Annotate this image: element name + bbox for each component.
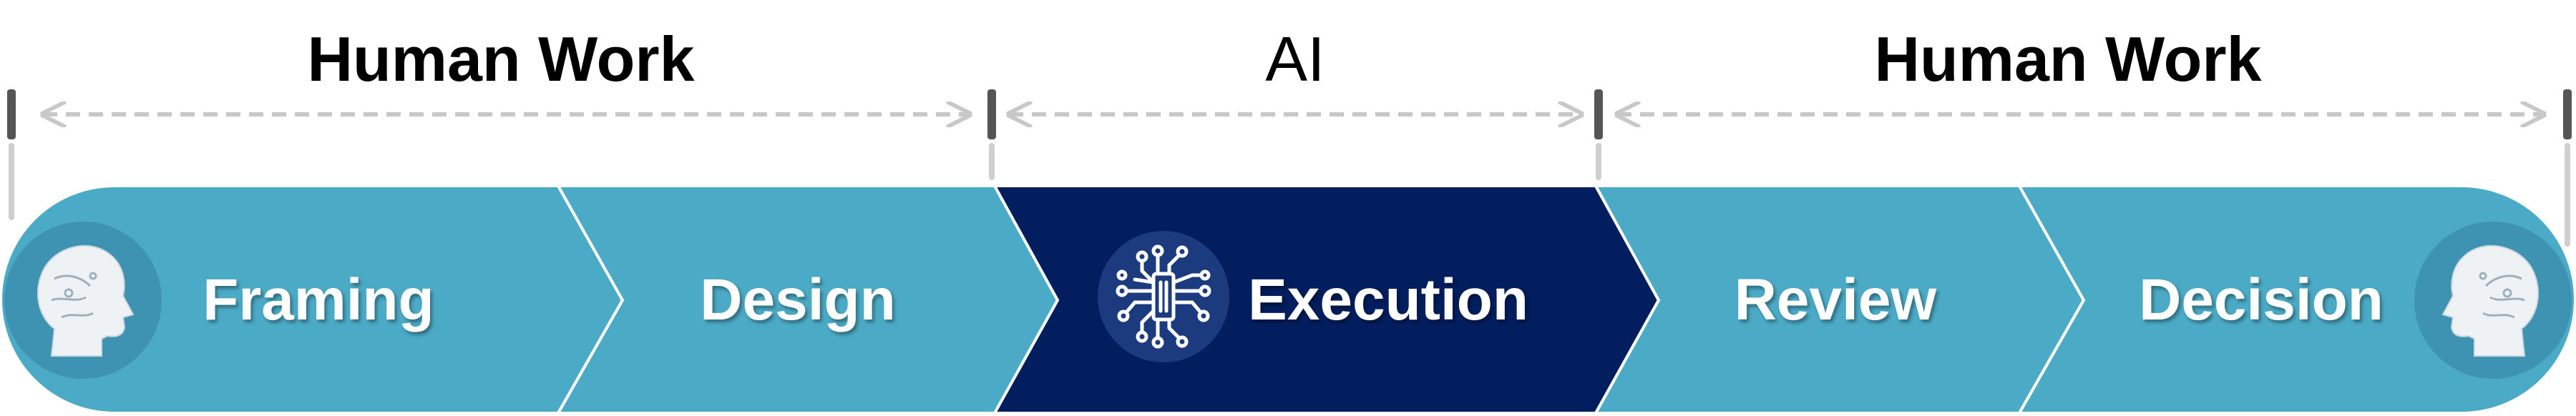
stage-label-decision: Decision xyxy=(2139,267,2384,332)
stage-label-review: Review xyxy=(1734,267,1937,332)
header-human-work-left: Human Work xyxy=(307,24,695,94)
human-head-icon xyxy=(4,222,162,379)
divider-tick xyxy=(7,89,16,220)
human-head-icon xyxy=(2414,222,2572,379)
stage-label-framing: Framing xyxy=(203,267,434,332)
stage-label-design: Design xyxy=(700,267,896,332)
divider-tick xyxy=(2563,89,2572,247)
ai-chip-icon xyxy=(1098,231,1229,362)
header-ai: AI xyxy=(1265,24,1325,94)
divider-ticks xyxy=(7,89,2572,247)
divider-tick xyxy=(987,89,996,180)
stage-decision xyxy=(2016,184,2576,415)
stage-label-execution: Execution xyxy=(1248,267,1528,332)
stage-framing xyxy=(0,184,625,415)
header-human-work-right: Human Work xyxy=(1874,24,2262,94)
divider-tick xyxy=(1594,89,1603,180)
